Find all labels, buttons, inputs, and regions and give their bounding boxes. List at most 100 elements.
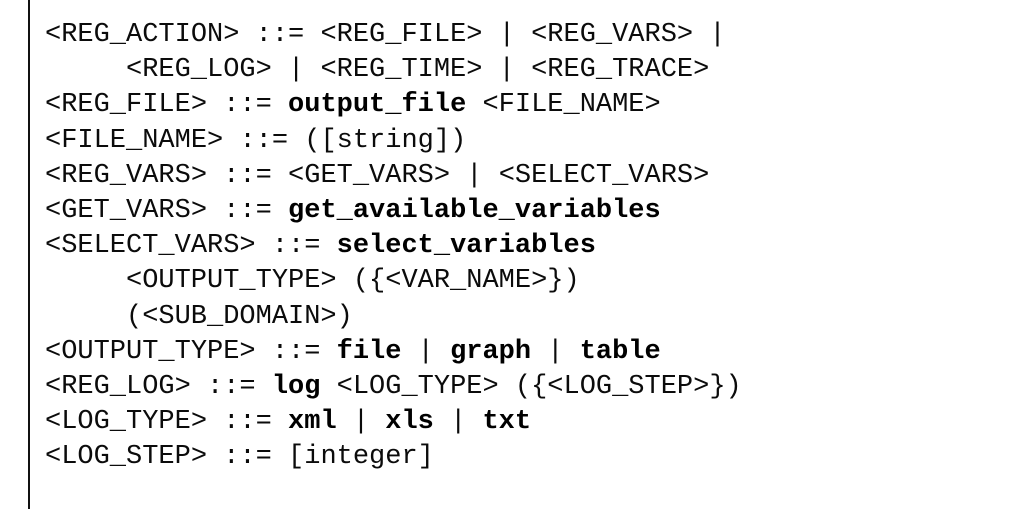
space [320,372,336,402]
space [434,337,450,367]
punctuation: ) [336,301,353,332]
grammar-line: <LOG_STEP> ::= [integer] [45,440,1005,475]
grammar-operator: | [709,20,726,50]
space [207,161,223,191]
non-terminal-symbol: <LOG_STEP> [547,372,710,403]
space [337,266,353,296]
grammar-line: <REG_ACTION> ::= <REG_FILE> | <REG_VARS>… [45,18,1005,53]
grammar-line: <FILE_NAME> ::= ([string]) [45,124,1005,159]
terminal-keyword: log [271,372,321,403]
terminal-keyword: table [579,336,661,367]
space [272,442,288,472]
non-terminal-symbol: <VAR_NAME> [385,266,548,297]
terminal-keyword: get_available_variables [288,196,661,227]
grammar-operator: ::= [223,407,272,438]
grammar-line: <REG_LOG> ::= log <LOG_TYPE> ({<LOG_STEP… [45,370,1005,405]
left-vertical-rule [28,0,30,509]
grammar-line: <OUTPUT_TYPE> ::= file | graph | table [45,335,1005,370]
punctuation: }) [709,372,742,403]
space [207,196,223,226]
grammar-operator: ::= [223,442,272,473]
terminal-keyword: output_file [288,90,467,121]
punctuation: ({ [352,266,386,297]
space [207,442,223,472]
grammar-operator: | [498,20,515,50]
space [256,231,272,261]
terminal-keyword: file [336,336,402,367]
space [482,55,498,85]
punctuation: ] [417,442,434,473]
grammar-operator: | [547,336,564,367]
terminal-keyword: select_variables [336,231,596,262]
grammar-line: <LOG_TYPE> ::= xml | xls | txt [45,405,1005,440]
grammar-line: <OUTPUT_TYPE> ({<VAR_NAME>}) [45,264,1005,299]
grammar-line: <GET_VARS> ::= get_available_variables [45,194,1005,229]
non-terminal-symbol: <OUTPUT_TYPE> [45,336,256,367]
space [482,20,498,50]
space [564,337,580,367]
space [515,55,531,85]
space [191,372,207,402]
non-terminal-symbol: <REG_ACTION> [45,20,240,50]
non-terminal-symbol: <LOG_TYPE> [45,407,208,438]
non-terminal-symbol: <REG_FILE> [45,90,208,121]
space [515,20,531,50]
space [272,90,288,120]
grammar-line: (<SUB_DOMAIN>) [45,300,1005,335]
grammar-operator: ::= [223,196,272,227]
space [239,20,255,50]
punctuation: ({ [514,372,548,403]
space [320,231,336,261]
space [256,337,272,367]
non-terminal-symbol: <SELECT_VARS> [45,231,256,262]
literal-type: string [336,125,434,156]
space [272,55,288,85]
non-terminal-symbol: <REG_LOG> [45,372,191,403]
space [272,407,288,437]
space [320,337,336,367]
grammar-operator: ::= [223,160,272,191]
non-terminal-symbol: <FILE_NAME> [45,125,224,156]
grammar-operator: ::= [255,20,305,50]
space [693,20,709,50]
space [223,126,239,156]
terminal-keyword: xml [288,407,337,438]
non-terminal-symbol: <LOG_STEP> [45,442,208,473]
grammar-operator: ::= [271,336,321,367]
space [482,161,498,191]
punctuation: ( [126,301,143,332]
grammar-operator: ::= [223,90,272,121]
grammar-operator: | [417,336,434,367]
space [369,407,385,437]
non-terminal-symbol: <REG_LOG> [126,55,272,86]
grammar-operator: ::= [239,125,289,156]
non-terminal-symbol: <REG_FILE> [320,20,483,50]
grammar-operator: | [466,160,483,191]
space [434,407,450,437]
space [499,372,515,402]
space [288,126,304,156]
punctuation: ([ [304,125,337,156]
non-terminal-symbol: <REG_VARS> [531,20,694,50]
space [304,55,320,85]
space [450,161,466,191]
grammar-operator: ::= [207,372,256,403]
non-terminal-symbol: <SUB_DOMAIN> [142,301,337,332]
grammar-operator: ::= [271,231,321,262]
grammar-operator: | [498,55,515,86]
punctuation: [ [288,442,305,473]
space [272,196,288,226]
non-terminal-symbol: <LOG_TYPE> [336,372,499,403]
non-terminal-symbol: <FILE_NAME> [482,90,661,121]
terminal-keyword: txt [482,407,532,438]
non-terminal-symbol: <OUTPUT_TYPE> [126,266,337,297]
grammar-operator: | [352,407,370,438]
space [256,372,272,402]
space [466,90,482,120]
space [466,407,482,437]
non-terminal-symbol: <SELECT_VARS> [498,160,710,191]
non-terminal-symbol: <REG_VARS> [45,160,208,191]
non-terminal-symbol: <GET_VARS> [45,196,208,227]
space [337,407,353,437]
